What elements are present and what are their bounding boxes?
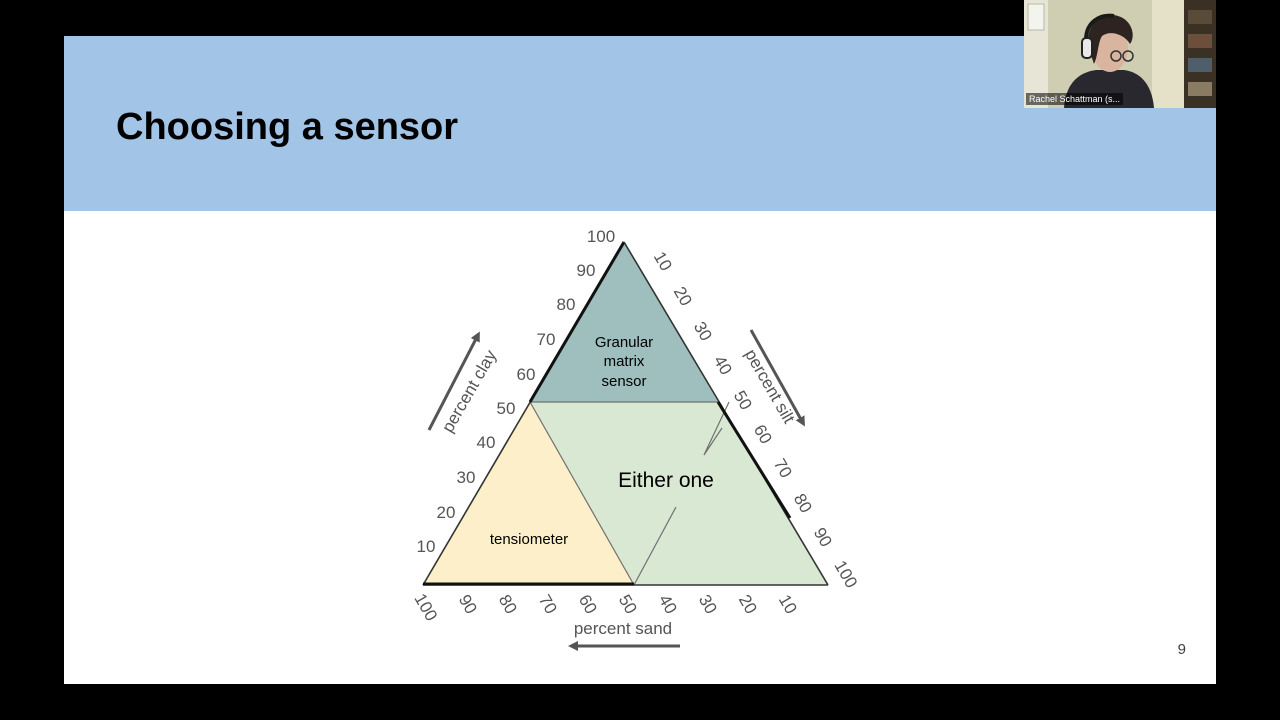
clay-tick-30: 30 (457, 468, 476, 487)
clay-tick-90: 90 (577, 261, 596, 280)
clay-tick-80: 80 (557, 295, 576, 314)
silt-tick-90: 90 (810, 524, 836, 550)
clay-tick-10: 10 (417, 537, 436, 556)
clay-tick-100: 100 (587, 227, 615, 246)
sand-tick-60: 60 (575, 591, 601, 617)
webcam-video-thumbnail[interactable]: Rachel Schattman (s... (1024, 0, 1216, 108)
silt-tick-30: 30 (690, 318, 716, 344)
sand-tick-80: 80 (495, 591, 521, 617)
sand-tick-70: 70 (535, 591, 561, 617)
silt-tick-20: 20 (670, 283, 696, 309)
sand-tick-40: 40 (655, 591, 681, 617)
sand-tick-30: 30 (695, 591, 721, 617)
clay-tick-60: 60 (517, 365, 536, 384)
silt-tick-50: 50 (730, 387, 756, 413)
silt-tick-60: 60 (750, 421, 776, 447)
clay-tick-20: 20 (437, 503, 456, 522)
either-one-label: Either one (618, 469, 714, 492)
tensiometer-label: tensiometer (490, 531, 568, 548)
participant-video-icon (1024, 0, 1216, 108)
silt-axis-label: percent silt (741, 346, 799, 427)
silt-tick-100: 100 (830, 557, 861, 591)
sand-tick-20: 20 (735, 591, 761, 617)
silt-tick-40: 40 (710, 352, 736, 378)
participant-name-label: Rachel Schattman (s... (1026, 93, 1123, 105)
granular-label-line-2: matrix (604, 353, 645, 370)
sand-axis-label: percent sand (574, 619, 672, 638)
granular-label-line-1: Granular (595, 334, 653, 351)
sand-tick-100: 100 (410, 590, 441, 624)
granular-label-line-3: sensor (601, 373, 646, 390)
clay-tick-50: 50 (497, 399, 516, 418)
clay-tick-70: 70 (537, 330, 556, 349)
sand-tick-50: 50 (615, 591, 641, 617)
silt-tick-10: 10 (650, 248, 676, 274)
clay-tick-40: 40 (477, 433, 496, 452)
silt-tick-80: 80 (790, 490, 816, 516)
sand-tick-90: 90 (455, 591, 481, 617)
sand-tick-10: 10 (775, 591, 801, 617)
silt-tick-70: 70 (770, 455, 796, 481)
